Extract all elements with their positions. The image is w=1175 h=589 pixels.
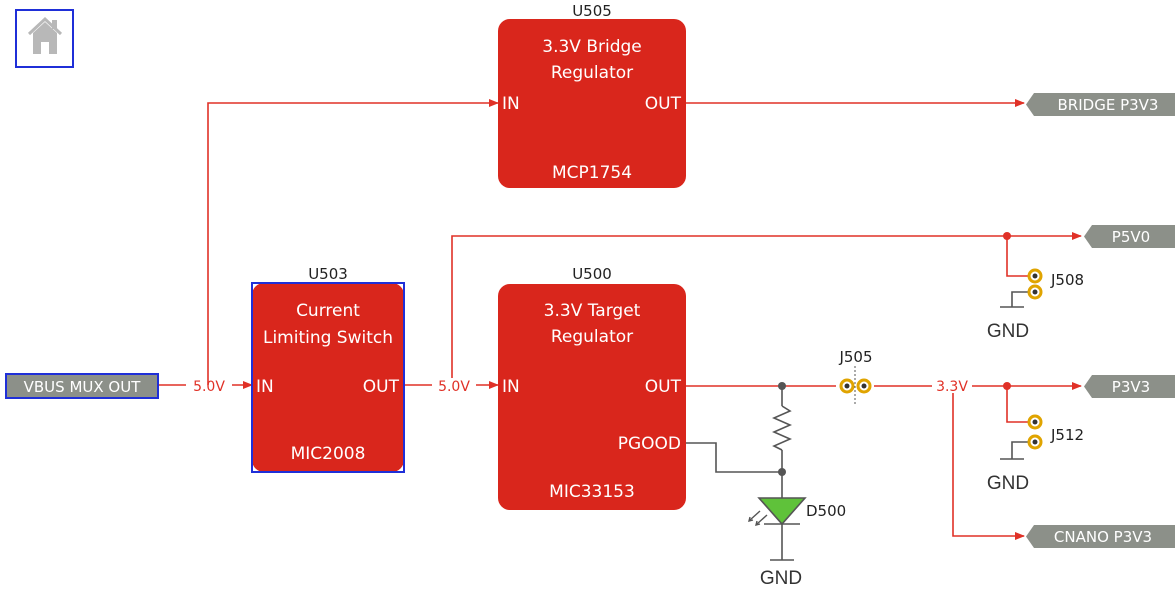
u505-title-line1: 3.3V Bridge xyxy=(542,37,642,57)
block-u503[interactable]: Current Limiting Switch IN OUT MIC2008 xyxy=(251,282,405,473)
connector-j512 xyxy=(1027,414,1043,450)
u500-pin-out: OUT xyxy=(645,377,682,397)
u505-title-line2: Regulator xyxy=(551,63,633,83)
j512-label: J512 xyxy=(1050,426,1084,444)
block-u505[interactable]: 3.3V Bridge Regulator IN OUT MCP1754 xyxy=(498,19,686,188)
resistor-symbol xyxy=(772,405,792,451)
net-label-vbus-mux-out-text: VBUS MUX OUT xyxy=(24,378,142,396)
net-label-bridge-p3v3-text: BRIDGE P3V3 xyxy=(1058,96,1159,114)
u503-pin-in: IN xyxy=(256,377,274,397)
u503-selection-outline xyxy=(251,282,405,473)
voltage-label-5v0-switch: 5.0V xyxy=(438,379,470,395)
home-button[interactable] xyxy=(15,9,74,68)
ground-symbol-j512 xyxy=(1000,441,1028,460)
connector-j508 xyxy=(1027,268,1043,300)
voltage-label-5v0-input: 5.0V xyxy=(193,379,225,395)
net-label-p5v0-text: P5V0 xyxy=(1112,228,1150,246)
u500-ref-label: U500 xyxy=(572,265,612,283)
connector-j505 xyxy=(839,366,872,406)
ground-symbol-j508 xyxy=(1000,291,1028,308)
j508-label: J508 xyxy=(1050,271,1084,289)
net-label-bridge-p3v3[interactable]: BRIDGE P3V3 xyxy=(1026,93,1175,116)
block-u500[interactable]: 3.3V Target Regulator IN OUT PGOOD MIC33… xyxy=(498,284,686,510)
wire-bridge-in xyxy=(207,99,499,385)
d500-label: D500 xyxy=(806,502,846,520)
u503-pin-out: OUT xyxy=(363,377,400,397)
u505-part-number: MCP1754 xyxy=(552,163,632,183)
gnd-label-led: GND xyxy=(760,568,802,589)
u503-ref-label: U503 xyxy=(308,265,348,283)
net-label-vbus-mux-out[interactable]: VBUS MUX OUT xyxy=(5,373,159,399)
u503-part-number: MIC2008 xyxy=(291,444,366,464)
wire-pgood xyxy=(686,382,792,560)
led-d500 xyxy=(748,497,807,526)
net-label-p3v3[interactable]: P3V3 xyxy=(1084,375,1175,398)
u500-title-line1: 3.3V Target xyxy=(544,301,641,321)
u500-pin-in: IN xyxy=(502,377,520,397)
u505-pin-out: OUT xyxy=(645,94,682,114)
wire-u500-out xyxy=(686,382,1082,540)
u505-ref-label: U505 xyxy=(572,2,612,20)
u505-pin-in: IN xyxy=(502,94,520,114)
net-label-p3v3-text: P3V3 xyxy=(1112,378,1150,396)
u503-title-line2: Limiting Switch xyxy=(263,328,393,348)
gnd-label-j508: GND xyxy=(987,321,1029,342)
u500-pin-pgood: PGOOD xyxy=(618,434,681,454)
net-label-cnano-p3v3-text: CNANO P3V3 xyxy=(1054,528,1152,546)
voltage-label-3v3: 3.3V xyxy=(936,379,968,395)
net-label-cnano-p3v3[interactable]: CNANO P3V3 xyxy=(1026,525,1175,548)
j505-label: J505 xyxy=(838,348,872,366)
gnd-label-j512: GND xyxy=(987,473,1029,494)
u503-title-line1: Current xyxy=(296,301,360,321)
u500-title-line2: Regulator xyxy=(551,327,633,347)
u500-part-number: MIC33153 xyxy=(549,482,635,502)
home-icon xyxy=(27,16,63,54)
net-label-p5v0[interactable]: P5V0 xyxy=(1084,225,1175,248)
wire-p5v0 xyxy=(451,232,1082,378)
